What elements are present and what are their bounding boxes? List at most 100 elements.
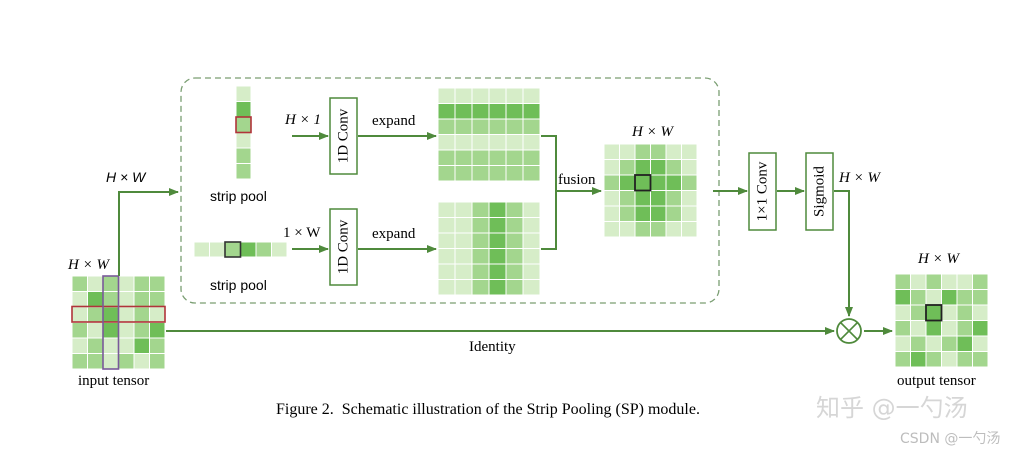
output-tensor-grid: [894, 273, 989, 368]
output-cell: [941, 335, 958, 352]
fusion-cell: [681, 221, 698, 238]
expanded-column-grid: [437, 201, 541, 296]
output-cell: [972, 304, 989, 321]
fusion-cell: [665, 205, 682, 222]
strip-v-cell: [235, 85, 252, 102]
output-cell: [910, 320, 927, 337]
fusion-cell: [634, 190, 651, 207]
expand-top-cell: [471, 103, 490, 120]
input-cell: [71, 353, 88, 370]
strip-h-cell: [255, 241, 272, 258]
output-tensor-label: output tensor: [897, 373, 976, 389]
output-cell: [956, 351, 973, 368]
output-highlight: [925, 304, 943, 322]
identity-label: Identity: [469, 339, 516, 355]
output-cell: [925, 335, 942, 352]
input-cell: [118, 275, 135, 292]
expand-top-cell: [471, 134, 490, 151]
expand-bot-cell: [437, 263, 456, 280]
fusion-cell: [665, 174, 682, 191]
input-cell: [149, 291, 166, 308]
expand-bot-cell: [471, 217, 490, 234]
expand-top-cell: [488, 103, 507, 120]
output-cell: [925, 320, 942, 337]
fusion-cell: [650, 190, 667, 207]
fusion-cell: [619, 221, 636, 238]
expand-top-cell: [522, 103, 541, 120]
hw-fusion-label: H × W: [631, 124, 674, 140]
expand-bot-cell: [437, 279, 456, 296]
conv1d-top-label: 1D Conv: [336, 108, 352, 163]
input-cell: [118, 322, 135, 339]
fusion-cell: [603, 190, 620, 207]
input-cell: [133, 322, 150, 339]
expand-bot-cell: [471, 279, 490, 296]
fusion-cell: [603, 174, 620, 191]
fusion-cell: [619, 205, 636, 222]
fusion-cell: [603, 143, 620, 160]
input-cell: [102, 337, 119, 354]
expand-top-cell: [454, 149, 473, 166]
expand-bot-cell: [488, 279, 507, 296]
conv1x1-box: [748, 152, 777, 231]
output-cell: [910, 273, 927, 290]
expand-bot-cell: [488, 232, 507, 249]
fusion-cell: [619, 143, 636, 160]
output-cell: [910, 335, 927, 352]
hw-input-label: H × W: [67, 257, 110, 273]
output-cell: [941, 351, 958, 368]
hw-sigmoid-label: H × W: [838, 170, 881, 186]
expand-top-cell: [437, 165, 456, 182]
expand-bot-cell: [488, 263, 507, 280]
conv1d-top-box: [329, 97, 358, 175]
watermark-main: 知乎 @一勺汤: [816, 394, 968, 422]
expand-bot-cell: [471, 232, 490, 249]
fusion-cell: [650, 221, 667, 238]
expand-top-cell: [437, 134, 456, 151]
fusion-cell: [650, 159, 667, 176]
expand-bot-cell: [505, 279, 524, 296]
expand-bot-cell: [471, 248, 490, 265]
expand-top-cell: [471, 87, 490, 104]
fusion-cell: [619, 190, 636, 207]
output-cell: [925, 304, 942, 321]
expand-top-cell: [522, 134, 541, 151]
input-cell: [87, 337, 104, 354]
input-cell: [102, 353, 119, 370]
expand-top-cell: [454, 118, 473, 135]
fusion-cell: [650, 143, 667, 160]
strip-h-cell: [193, 241, 210, 258]
input-cell: [118, 353, 135, 370]
output-cell: [956, 289, 973, 306]
input-highlights: [71, 275, 166, 370]
input-cell: [87, 353, 104, 370]
expand-bot-cell: [522, 248, 541, 265]
expand-bot-cell: [437, 201, 456, 218]
fusion-cell: [634, 221, 651, 238]
output-cell: [925, 273, 942, 290]
expand-top-cell: [437, 103, 456, 120]
fusion-label: fusion: [558, 172, 596, 188]
input-cell: [87, 306, 104, 323]
expand-top-cell: [454, 103, 473, 120]
strip-v-cell: [235, 132, 252, 149]
fusion-highlight: [634, 174, 652, 192]
expand-top-cell: [522, 118, 541, 135]
output-cell: [972, 289, 989, 306]
expand-top-cell: [488, 87, 507, 104]
expand-bot-cell: [505, 232, 524, 249]
fusion-cell: [681, 143, 698, 160]
input-cell: [118, 291, 135, 308]
expand-bot-cell: [437, 217, 456, 234]
input-cell: [102, 322, 119, 339]
strip-h-highlight: [224, 241, 242, 258]
expand-top-cell: [437, 87, 456, 104]
fusion-cell: [665, 143, 682, 160]
input-tensor-grid: [71, 275, 166, 370]
expand-bottom-label: expand: [372, 226, 416, 242]
input-cell: [118, 306, 135, 323]
conv1x1-label: 1×1 Conv: [755, 161, 771, 221]
conv1d-bottom-label: 1D Conv: [336, 219, 352, 274]
sigmoid-box: [805, 152, 834, 231]
strip-v-cell: [235, 116, 252, 133]
